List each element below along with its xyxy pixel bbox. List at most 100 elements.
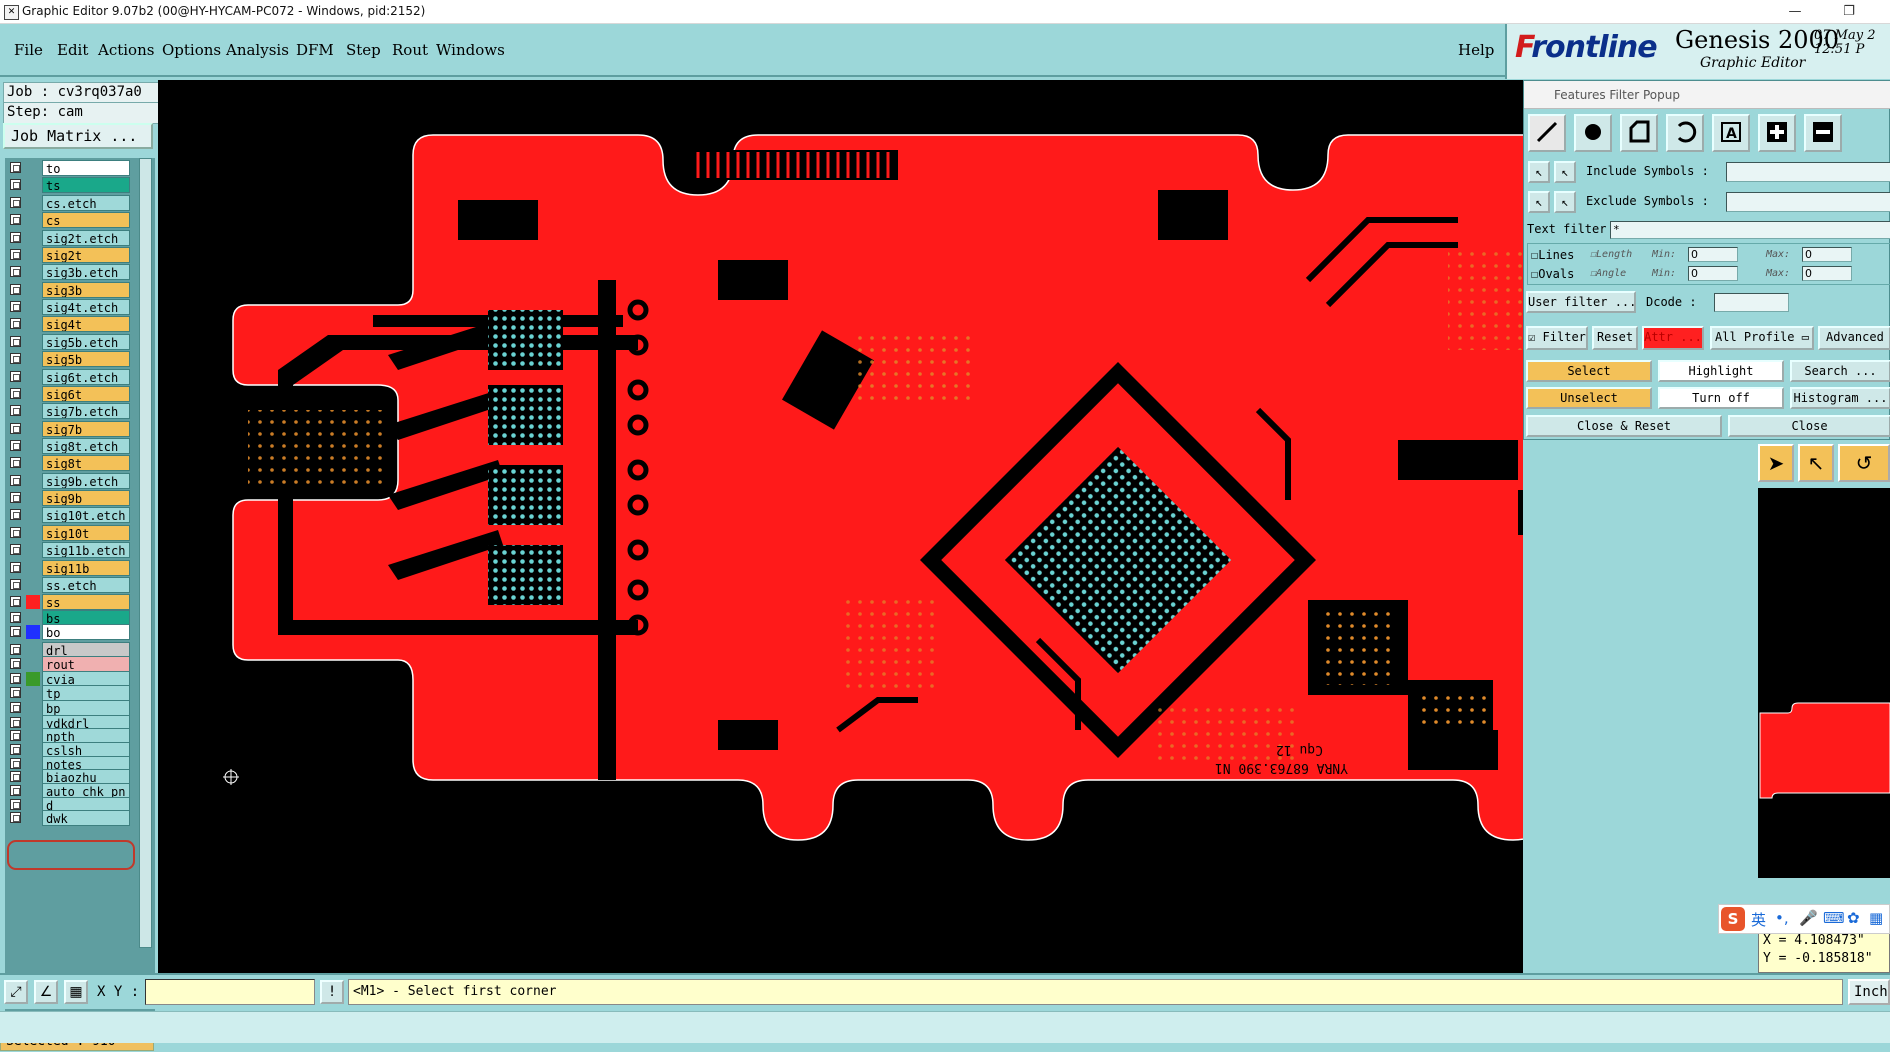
layer-name[interactable]: rout	[42, 656, 130, 672]
layer-row[interactable]: cvia	[8, 671, 130, 687]
layer-name[interactable]: ss	[42, 594, 130, 610]
layer-color-swatch[interactable]	[26, 643, 40, 657]
layer-color-swatch[interactable]	[26, 561, 40, 575]
layer-name[interactable]: sig2t	[42, 247, 130, 263]
layer-checkbox[interactable]	[10, 457, 21, 468]
layer-name[interactable]: sig10t.etch	[42, 507, 130, 523]
layer-color-swatch[interactable]	[26, 213, 40, 227]
ime-menu-icon[interactable]: ▦	[1869, 909, 1884, 927]
layer-row[interactable]: ss	[8, 594, 130, 610]
layer-row[interactable]: sig6t.etch	[8, 369, 130, 385]
minimize-button[interactable]: —	[1788, 4, 1802, 19]
layer-color-swatch[interactable]	[26, 625, 40, 639]
layer-color-swatch[interactable]	[26, 300, 40, 314]
profile-dropdown[interactable]: All Profile ▭	[1710, 326, 1814, 350]
sogou-ime-icon[interactable]: S	[1721, 907, 1745, 931]
include-arrow-icon[interactable]: ↖	[1528, 161, 1550, 183]
info-icon[interactable]: !	[320, 980, 344, 1004]
layer-row[interactable]: sig11b	[8, 560, 130, 576]
layer-color-swatch[interactable]	[26, 543, 40, 557]
layer-checkbox[interactable]	[10, 232, 21, 243]
layer-name[interactable]: cvia	[42, 671, 130, 687]
layer-checkbox[interactable]	[10, 596, 21, 607]
layer-color-swatch[interactable]	[26, 265, 40, 279]
layer-row[interactable]: tp	[8, 685, 130, 701]
layer-name[interactable]: sig4t.etch	[42, 299, 130, 315]
layer-row[interactable]: bo	[8, 624, 130, 640]
attr-button[interactable]: Attr ...	[1642, 326, 1704, 350]
layer-checkbox[interactable]	[10, 544, 21, 555]
menu-file[interactable]: File	[14, 41, 43, 59]
layer-name[interactable]: sig9b.etch	[42, 473, 130, 489]
layer-color-swatch[interactable]	[26, 335, 40, 349]
layer-checkbox[interactable]	[10, 644, 21, 655]
layer-color-swatch[interactable]	[26, 352, 40, 366]
menu-analysis[interactable]: Analysis	[226, 41, 289, 59]
layer-color-swatch[interactable]	[26, 248, 40, 262]
text-filter-input[interactable]: *	[1610, 221, 1890, 239]
layer-row[interactable]: sig3b	[8, 282, 130, 298]
layer-name[interactable]: sig7b.etch	[42, 403, 130, 419]
layer-color-swatch[interactable]	[26, 811, 40, 825]
layer-color-swatch[interactable]	[26, 784, 40, 798]
layer-row[interactable]: cs	[8, 212, 130, 228]
menu-edit[interactable]: Edit	[57, 41, 89, 59]
layer-row[interactable]: sig10t.etch	[8, 507, 130, 523]
layer-color-swatch[interactable]	[26, 439, 40, 453]
layer-color-swatch[interactable]	[26, 370, 40, 384]
layer-list-scrollbar[interactable]	[139, 158, 152, 948]
zoom-box-icon[interactable]: ⤢	[4, 980, 28, 1004]
layer-checkbox[interactable]	[10, 658, 21, 669]
layer-color-swatch[interactable]	[26, 672, 40, 686]
restore-button[interactable]: ❐	[1843, 4, 1855, 19]
xy-input[interactable]	[145, 979, 315, 1005]
layer-row[interactable]: sig9b	[8, 490, 130, 506]
layer-row[interactable]: to	[8, 160, 130, 176]
layer-row[interactable]: sig3b.etch	[8, 264, 130, 280]
layer-checkbox[interactable]	[10, 301, 21, 312]
layer-name[interactable]: sig7b	[42, 421, 130, 437]
layer-checkbox[interactable]	[10, 318, 21, 329]
layer-row[interactable]: sig10t	[8, 525, 130, 541]
graphics-canvas[interactable]: Cqu 12 YNRA 68763.390 N1	[158, 80, 1523, 973]
surface-symbol-button[interactable]	[1620, 114, 1658, 152]
layer-checkbox[interactable]	[10, 687, 21, 698]
dcode-input[interactable]	[1714, 293, 1789, 312]
layer-color-swatch[interactable]	[26, 422, 40, 436]
layer-name[interactable]: sig11b	[42, 560, 130, 576]
overview-thumbnail[interactable]	[1758, 488, 1890, 878]
layer-checkbox[interactable]	[10, 162, 21, 173]
layer-color-swatch[interactable]	[26, 317, 40, 331]
layer-checkbox[interactable]	[10, 371, 21, 382]
grid-icon[interactable]: ▦	[64, 980, 88, 1004]
advanced-button[interactable]: Advanced	[1818, 326, 1890, 350]
angle-checkbox[interactable]: ☐Angle	[1590, 268, 1627, 279]
layer-row[interactable]: sig11b.etch	[8, 542, 130, 558]
layer-name[interactable]: bp	[42, 700, 130, 716]
layer-checkbox[interactable]	[10, 336, 21, 347]
layer-row[interactable]: sig7b.etch	[8, 403, 130, 419]
ime-mic-icon[interactable]: 🎤	[1799, 909, 1818, 927]
layer-name[interactable]: cs	[42, 212, 130, 228]
layer-checkbox[interactable]	[10, 423, 21, 434]
layer-color-swatch[interactable]	[26, 508, 40, 522]
layer-checkbox[interactable]	[10, 562, 21, 573]
layer-name[interactable]: sig2t.etch	[42, 230, 130, 246]
units-button[interactable]: Inch	[1848, 979, 1890, 1005]
menu-options[interactable]: Options	[162, 41, 222, 59]
layer-color-swatch[interactable]	[26, 701, 40, 715]
layer-name[interactable]: sig3b.etch	[42, 264, 130, 280]
layer-name[interactable]: cs.etch	[42, 195, 130, 211]
arc-symbol-button[interactable]	[1666, 114, 1704, 152]
layer-row[interactable]: ss.etch	[8, 577, 130, 593]
search-button[interactable]: Search ...	[1790, 360, 1890, 382]
layer-checkbox[interactable]	[10, 730, 21, 741]
job-matrix-button[interactable]: Job Matrix ...	[3, 123, 153, 149]
layer-name[interactable]: sig6t.etch	[42, 369, 130, 385]
lines-checkbox[interactable]: ☐Lines	[1531, 248, 1575, 262]
layer-color-swatch[interactable]	[26, 231, 40, 245]
layer-color-swatch[interactable]	[26, 491, 40, 505]
layer-name[interactable]: sig5b.etch	[42, 334, 130, 350]
layer-checkbox[interactable]	[10, 405, 21, 416]
text-symbol-button[interactable]: A	[1712, 114, 1750, 152]
